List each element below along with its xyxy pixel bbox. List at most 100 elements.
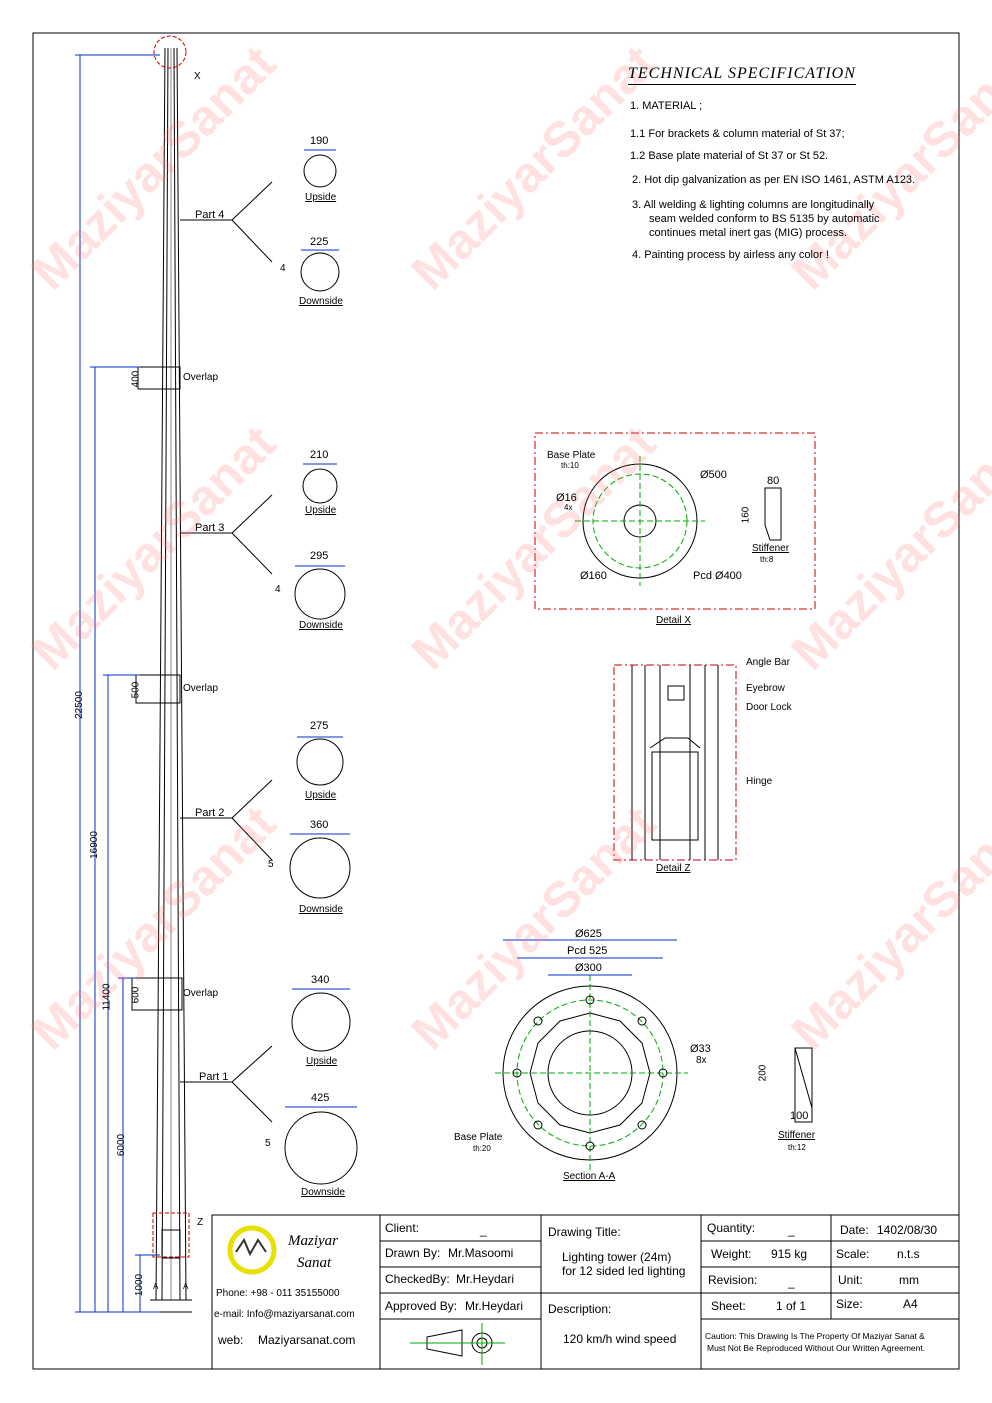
upside-label: Upside xyxy=(305,505,337,516)
client-label: Client: xyxy=(385,1221,420,1235)
door-lock-label: Door Lock xyxy=(746,702,792,713)
dim-pcd525: Pcd 525 xyxy=(567,945,608,957)
client-value: _ xyxy=(480,1223,487,1237)
projection-symbol xyxy=(410,1323,505,1365)
dim-1000: 1000 xyxy=(134,1273,146,1297)
dim-6000: 6000 xyxy=(116,1133,128,1157)
stiffener-label: Stiffener xyxy=(752,543,790,554)
hinge-label: Hinge xyxy=(746,776,773,787)
overlap-length: 400 xyxy=(130,370,142,388)
size-label: Size: xyxy=(836,1297,863,1311)
spec-item: 1. MATERIAL ; xyxy=(630,100,703,112)
overlap-length: 600 xyxy=(130,986,142,1004)
logo-mark xyxy=(227,1225,277,1275)
part-label: Part 4 xyxy=(195,209,225,221)
hole-count: 4x xyxy=(564,503,573,512)
title-block-grid xyxy=(211,1214,960,1370)
bolt-count: 8x xyxy=(696,1055,707,1066)
section-a-mark: A xyxy=(183,1282,189,1291)
detail-x-frame xyxy=(534,432,816,610)
sheet-label: Sheet: xyxy=(711,1299,746,1313)
detail-z-frame xyxy=(613,664,737,861)
weight-label: Weight: xyxy=(711,1247,752,1261)
upside-diameter: 340 xyxy=(311,974,330,986)
upside-label: Upside xyxy=(305,192,337,203)
logo-text: Maziyar xyxy=(288,1233,338,1249)
email: e-mail: Info@maziyarsanat.com xyxy=(214,1309,355,1320)
angle-bar-label: Angle Bar xyxy=(746,657,790,668)
dim-d160: Ø160 xyxy=(580,570,607,582)
detail-z-marker xyxy=(152,1212,190,1258)
dim-d625: Ø625 xyxy=(575,928,602,940)
base-plate-thickness: th:20 xyxy=(473,1144,491,1153)
thickness: 5 xyxy=(265,1138,271,1149)
overlap-label: Overlap xyxy=(183,988,219,999)
spec-item: 1.1 For brackets & column material of St… xyxy=(630,128,845,140)
drawing-title: Lighting tower (24m) xyxy=(562,1250,672,1264)
drawn-label: Drawn By: xyxy=(385,1246,441,1260)
base-plate-label: Base Plate xyxy=(454,1132,503,1143)
spec-item: 3. All welding & lighting columns are lo… xyxy=(632,199,875,211)
stiffener-height: 160 xyxy=(740,506,752,524)
stiffener-label: Stiffener xyxy=(778,1130,816,1141)
marker-z: Z xyxy=(197,1217,204,1228)
spec-item: continues metal inert gas (MIG) process. xyxy=(649,227,848,239)
size-value: A4 xyxy=(903,1297,918,1311)
stiffener-width: 100 xyxy=(790,1110,809,1122)
overlap-length: 500 xyxy=(130,681,142,699)
spec-item: 4. Painting process by airless any color… xyxy=(632,249,829,261)
upside-diameter: 210 xyxy=(310,449,329,461)
thickness: 4 xyxy=(280,263,286,274)
spec-title: TECHNICAL SPECIFICATION xyxy=(628,66,856,85)
pole-elevation xyxy=(131,47,192,1313)
section-a-mark: A xyxy=(153,1282,159,1291)
stiffener-thickness: th:12 xyxy=(788,1143,806,1152)
downside-label: Downside xyxy=(299,620,343,631)
dim-d33: Ø33 xyxy=(690,1043,711,1055)
sheet-value: 1 of 1 xyxy=(776,1299,807,1313)
downside-diameter: 225 xyxy=(310,236,329,248)
detail-z-title: Detail Z xyxy=(656,863,691,874)
overlap-label: Overlap xyxy=(183,372,219,383)
upside-label: Upside xyxy=(306,1056,338,1067)
downside-diameter: 425 xyxy=(311,1092,330,1104)
approved-label: Approved By: xyxy=(385,1299,458,1313)
spec-item: seam welded conform to BS 5135 by automa… xyxy=(649,213,880,225)
caution-text: Caution: This Drawing Is The Property Of… xyxy=(705,1331,925,1341)
thickness: 4 xyxy=(275,584,281,595)
base-plate-thickness: th:10 xyxy=(561,461,579,470)
upside-label: Upside xyxy=(305,790,337,801)
unit-label: Unit: xyxy=(838,1273,863,1287)
scale-value: n.t.s xyxy=(897,1247,920,1261)
spec-item: 1.2 Base plate material of St 37 or St 5… xyxy=(630,150,829,162)
quantity-value: _ xyxy=(788,1223,795,1237)
marker-x: X xyxy=(194,71,201,82)
weight-value: 915 kg xyxy=(771,1247,808,1261)
date-value: 1402/08/30 xyxy=(877,1223,938,1237)
thickness: 5 xyxy=(268,859,274,870)
part-label: Part 2 xyxy=(195,807,225,819)
date-label: Date: xyxy=(840,1223,869,1237)
downside-diameter: 295 xyxy=(310,550,329,562)
dim-d500: Ø500 xyxy=(700,469,727,481)
part-label: Part 1 xyxy=(199,1071,229,1083)
revision-label: Revision: xyxy=(708,1273,758,1287)
drawing-title-label: Drawing Title: xyxy=(548,1225,621,1239)
phone: Phone: +98 - 011 35155000 xyxy=(216,1288,340,1299)
dim-11400: 11400 xyxy=(101,983,113,1011)
eyebrow-label: Eyebrow xyxy=(746,683,785,694)
web-label: web: xyxy=(218,1333,244,1347)
description-label: Description: xyxy=(548,1302,612,1316)
upside-diameter: 190 xyxy=(310,135,329,147)
upside-diameter: 275 xyxy=(310,720,329,732)
website: Maziyarsanat.com xyxy=(258,1333,356,1347)
detail-x-marker xyxy=(153,35,187,69)
dim-pcd400: Pcd Ø400 xyxy=(693,570,742,582)
dim-d300: Ø300 xyxy=(575,962,602,974)
approved-value: Mr.Heydari xyxy=(465,1299,524,1313)
stiffener-thickness: th:8 xyxy=(760,555,774,564)
base-plate-label: Base Plate xyxy=(547,450,596,461)
dim-total: 22500 xyxy=(73,691,85,719)
